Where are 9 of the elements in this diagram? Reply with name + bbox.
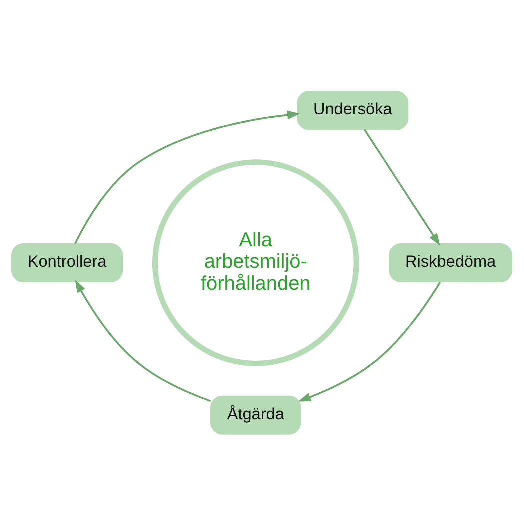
arrow (74, 110, 300, 244)
arrow (75, 280, 212, 402)
node-box: Kontrollera (12, 244, 124, 282)
arrow (298, 282, 442, 402)
node-box: Åtgärda (210, 396, 302, 435)
node-circle: Alla arbetsmiljö- förhållanden (152, 160, 360, 366)
node-box: Riskbedöma (389, 244, 512, 282)
arrow (364, 129, 440, 246)
node-box: Undersöka (297, 91, 409, 130)
